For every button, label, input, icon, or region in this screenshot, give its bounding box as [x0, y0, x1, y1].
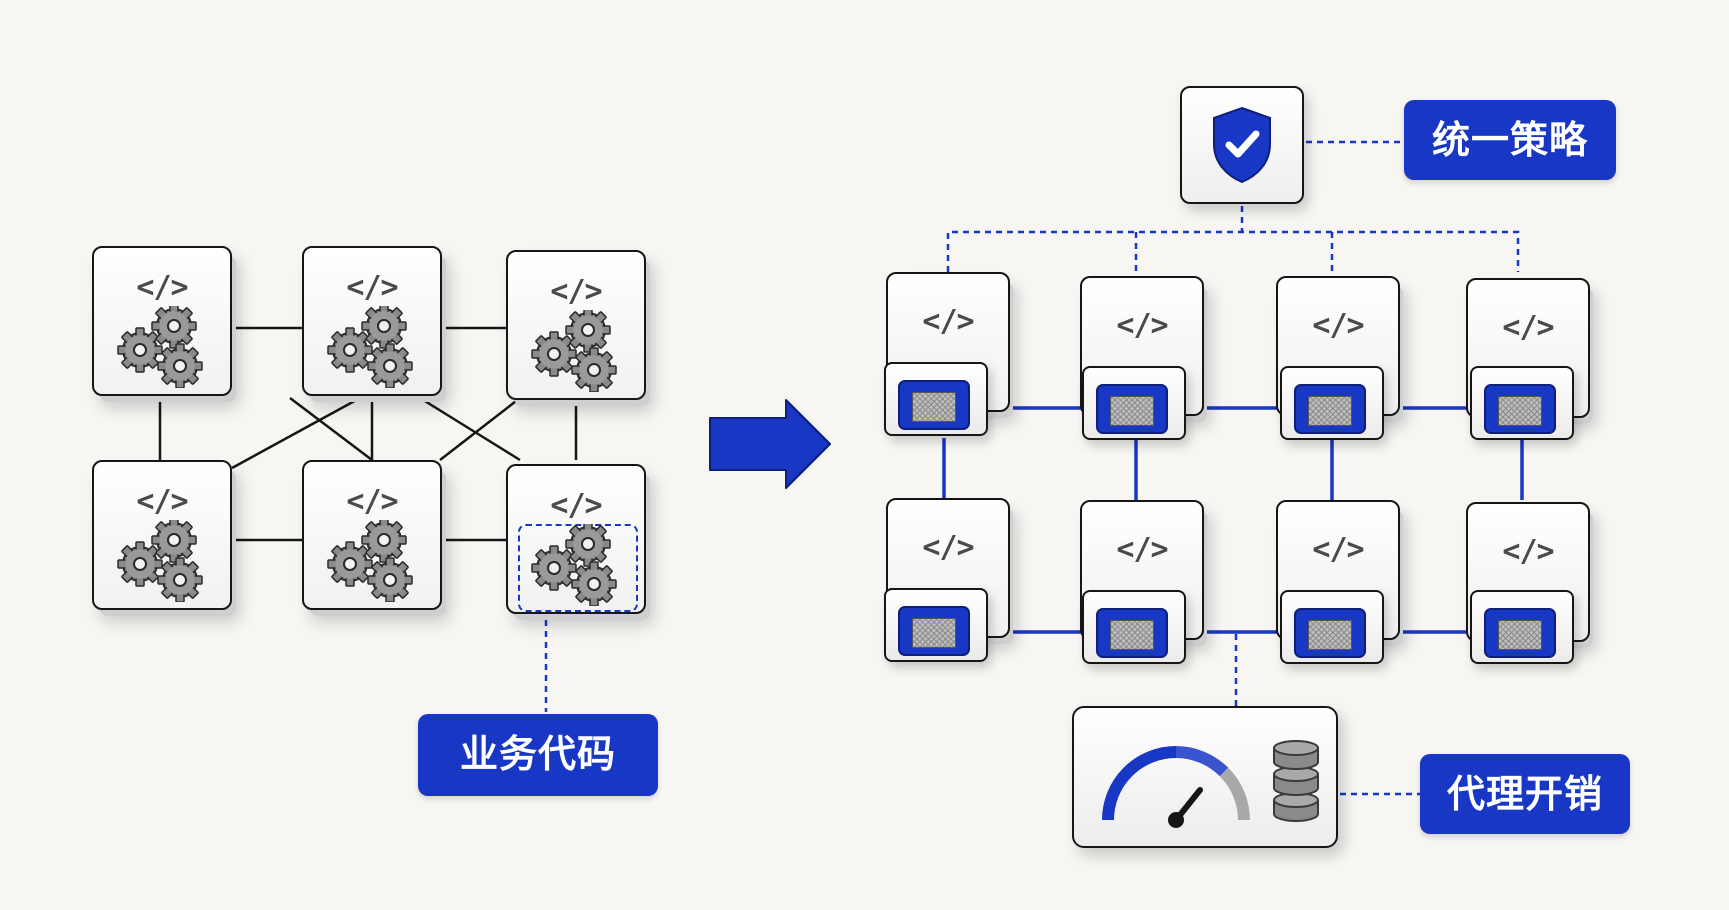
sidecar-proxy — [884, 588, 988, 662]
code-brackets-icon: </> — [550, 488, 602, 523]
gears-icon — [327, 306, 413, 388]
sidecar-proxy — [1470, 366, 1574, 440]
gears-icon — [117, 306, 203, 388]
service-tile: </> — [506, 250, 646, 400]
proxy-chip-icon — [1294, 608, 1366, 658]
proxy-chip-icon — [1484, 608, 1556, 658]
proxy-chip-icon — [898, 380, 970, 430]
code-brackets-icon: </> — [922, 530, 974, 565]
transition-arrow — [709, 399, 831, 489]
database-stack-icon — [1273, 740, 1319, 822]
business-code-highlight — [518, 524, 638, 612]
sidecar-proxy — [1280, 590, 1384, 664]
proxy-chip-icon — [1484, 384, 1556, 434]
code-brackets-icon: </> — [1116, 532, 1168, 567]
code-brackets-icon: </> — [1312, 308, 1364, 343]
code-brackets-icon: </> — [922, 304, 974, 339]
sidecar-proxy — [884, 362, 988, 436]
code-brackets-icon: </> — [136, 484, 188, 519]
sidecar-proxy — [1082, 590, 1186, 664]
proxy-chip-icon — [1096, 608, 1168, 658]
sidecar-proxy — [1082, 366, 1186, 440]
code-brackets-icon: </> — [550, 274, 602, 309]
code-brackets-icon: </> — [346, 484, 398, 519]
overhead-box — [1072, 706, 1338, 848]
proxy-overhead-label: 代理开销 — [1420, 754, 1630, 834]
proxy-chip-icon — [1096, 384, 1168, 434]
sidecar-proxy — [1280, 366, 1384, 440]
code-brackets-icon: </> — [1312, 532, 1364, 567]
code-brackets-icon: </> — [1502, 310, 1554, 345]
unified-policy-label: 统一策略 — [1404, 100, 1616, 180]
gears-icon — [327, 520, 413, 602]
code-brackets-icon: </> — [136, 270, 188, 305]
business-code-label: 业务代码 — [418, 714, 658, 796]
service-tile: </> — [302, 246, 442, 396]
code-brackets-icon: </> — [1116, 308, 1168, 343]
code-brackets-icon: </> — [1502, 534, 1554, 569]
proxy-chip-icon — [1294, 384, 1366, 434]
sidecar-proxy — [1470, 590, 1574, 664]
gears-icon — [531, 310, 617, 392]
code-brackets-icon: </> — [346, 270, 398, 305]
right-connections — [942, 406, 1524, 634]
service-tile: </> — [302, 460, 442, 610]
service-tile-highlighted: </> — [506, 464, 646, 614]
proxy-chip-icon — [898, 606, 970, 656]
gears-icon — [531, 524, 617, 606]
gears-icon — [117, 520, 203, 602]
service-tile: </> — [92, 246, 232, 396]
policy-box — [1180, 86, 1304, 204]
speedometer-icon — [1102, 746, 1250, 828]
shield-check-icon — [1213, 106, 1271, 184]
policy-connections — [544, 140, 1520, 796]
service-tile: </> — [92, 460, 232, 610]
left-connections — [158, 326, 578, 542]
